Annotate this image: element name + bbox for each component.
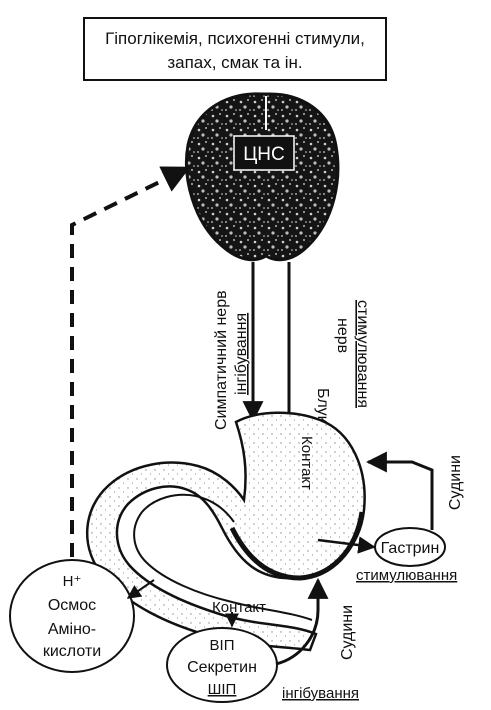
stimulus-box: Гіпоглікемія, психогенні стимули, запах,… bbox=[84, 18, 386, 80]
secretin-label: Секретин bbox=[187, 659, 257, 676]
contact-vertical-label: Контакт bbox=[298, 436, 315, 490]
sympathetic-nerve-label: Симпатичний нерв bbox=[213, 290, 230, 430]
hormones-node: ВІП Секретин ШІП bbox=[167, 628, 277, 702]
vagus-nerve-label-line2: нерв bbox=[334, 318, 351, 353]
cns-label: ЦНС bbox=[243, 144, 285, 165]
contact-horizontal-label: Контакт bbox=[212, 599, 266, 616]
vessels-right-arrow bbox=[368, 462, 432, 530]
gastrin-label: Гастрин bbox=[381, 540, 440, 557]
intestine-signals-node: H⁺ Осмос Аміно- кислоти bbox=[10, 560, 134, 672]
gastrin-effect-label: стимулювання bbox=[356, 567, 457, 584]
gastrin-node: Гастрин bbox=[375, 528, 445, 566]
h-ion-label: H⁺ bbox=[63, 573, 82, 590]
vessels-bottom-label: Судини bbox=[339, 605, 356, 660]
osmosis-label: Осмос bbox=[48, 597, 96, 614]
vessels-bottom-arrow bbox=[276, 580, 318, 664]
gip-label: ШІП bbox=[208, 681, 237, 698]
stimulus-text-line2: запах, смак та ін. bbox=[167, 53, 302, 72]
brain-cns: ЦНС bbox=[186, 94, 337, 260]
inhibition-top-label: інгібування bbox=[233, 313, 250, 395]
stimulus-text-line1: Гіпоглікемія, психогенні стимули, bbox=[105, 29, 365, 48]
vip-label: ВІП bbox=[210, 637, 235, 654]
hormones-effect-label: інгібування bbox=[282, 685, 359, 702]
vessels-right-label: Судини bbox=[447, 455, 464, 510]
acids-label: кислоти bbox=[43, 643, 101, 660]
stimulation-top-label: стимулювання bbox=[354, 300, 371, 408]
amino-label: Аміно- bbox=[48, 621, 96, 638]
